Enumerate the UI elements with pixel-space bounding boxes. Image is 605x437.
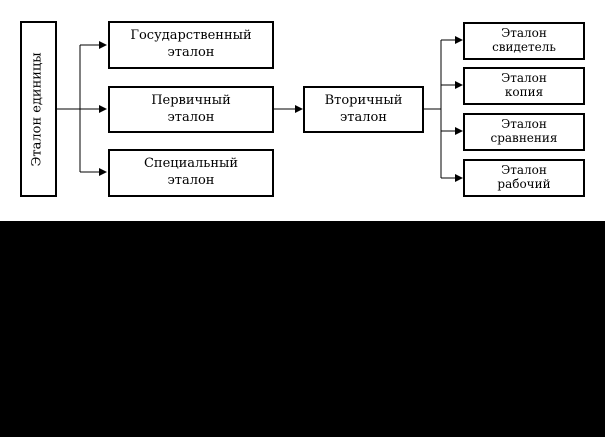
box-copy-standard: Эталон копия bbox=[463, 67, 585, 105]
witness-standard-label: Эталон свидетель bbox=[492, 26, 556, 54]
box-working-standard: Эталон рабочий bbox=[463, 159, 585, 197]
primary-standard-label: Первичный эталон bbox=[151, 92, 231, 125]
box-secondary-standard: Вторичный эталон bbox=[303, 86, 424, 133]
root-box-unit-standard: Эталон единицы bbox=[20, 21, 57, 197]
comparison-standard-label: Эталон сравнения bbox=[490, 117, 558, 145]
diagram-area: Эталон единицы Государственный эталон Пе… bbox=[0, 0, 605, 221]
box-primary-standard: Первичный эталон bbox=[108, 86, 274, 133]
root-box-label: Эталон единицы bbox=[30, 51, 46, 167]
special-standard-label: Специальный эталон bbox=[143, 156, 239, 188]
box-comparison-standard: Эталон сравнения bbox=[463, 113, 585, 151]
box-witness-standard: Эталон свидетель bbox=[463, 22, 585, 60]
box-special-standard: Специальный эталон bbox=[108, 149, 274, 197]
box-state-standard: Государственный эталон bbox=[108, 21, 274, 69]
connector-lines bbox=[57, 36, 463, 182]
black-empty-region bbox=[0, 221, 605, 437]
working-standard-label: Эталон рабочий bbox=[497, 163, 551, 191]
state-standard-label: Государственный эталон bbox=[130, 28, 252, 60]
secondary-standard-label: Вторичный эталон bbox=[324, 92, 403, 125]
copy-standard-label: Эталон копия bbox=[501, 71, 547, 99]
